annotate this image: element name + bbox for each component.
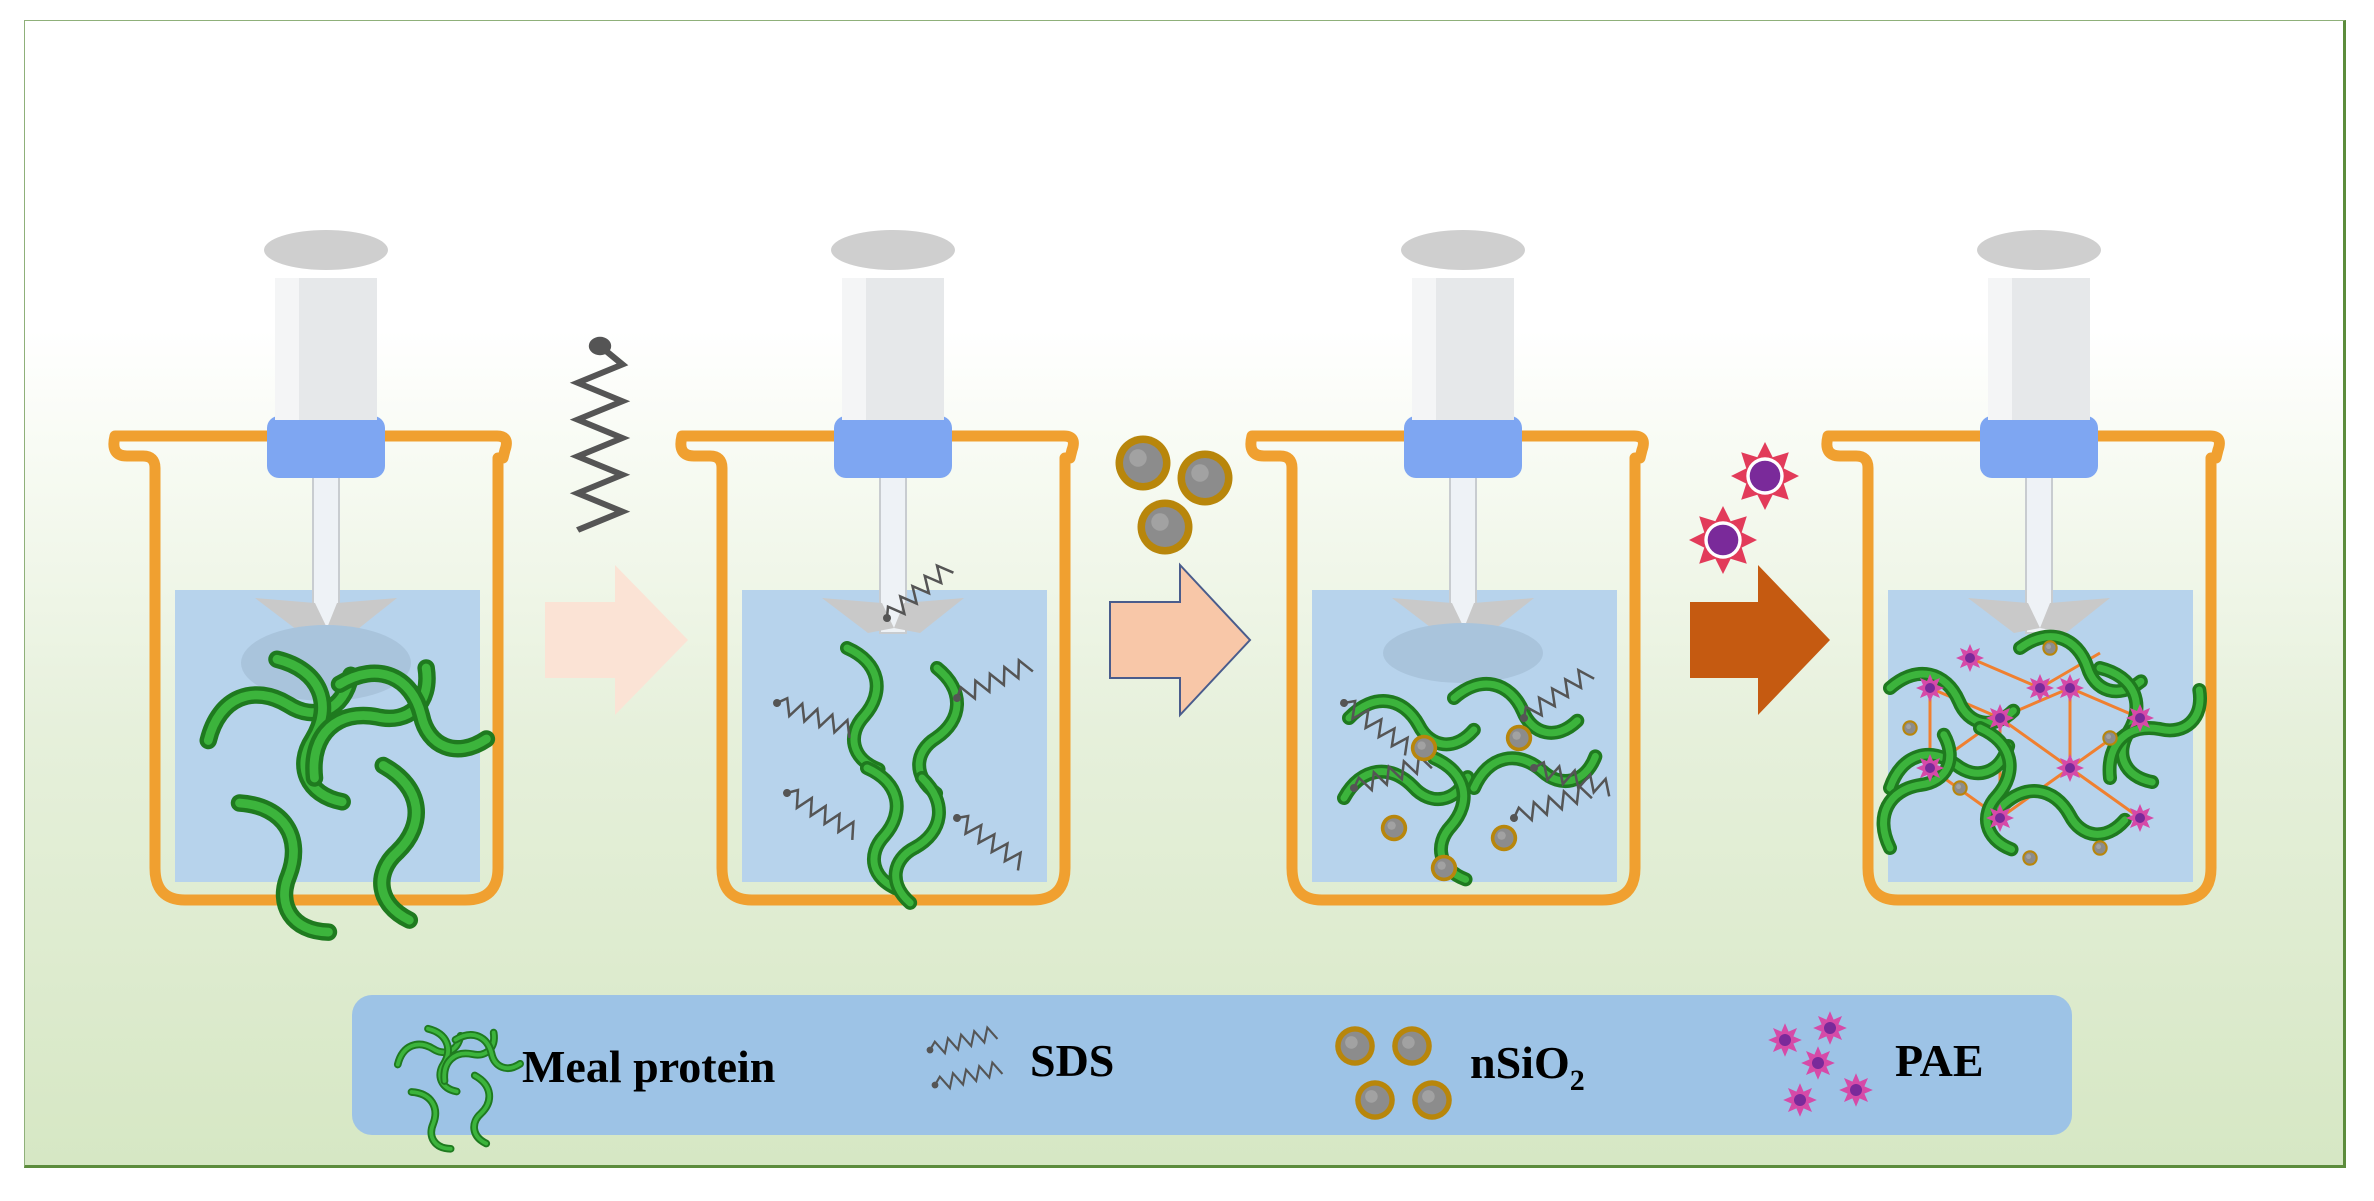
step-arrow-2 [1109,562,1252,718]
beaker-2 [681,230,1074,905]
pae-addition-icon [1689,442,1799,574]
sds-addition-icon [578,337,623,530]
beaker-4 [1827,230,2220,900]
nsio2-addition-icon [1115,435,1233,555]
step-arrow-3 [1690,565,1830,715]
legend-pae-label: PAE [1895,1035,1984,1086]
beaker-3 [1251,230,1644,900]
beaker-1 [114,230,507,944]
legend: Meal protein SDS nSiO2 PAE [352,995,2072,1154]
step-arrow-1 [545,565,688,715]
legend-meal-protein-label: Meal protein [522,1041,775,1092]
legend-nsio2-label: nSiO2 [1470,1037,1585,1097]
legend-sds-label: SDS [1030,1035,1114,1086]
